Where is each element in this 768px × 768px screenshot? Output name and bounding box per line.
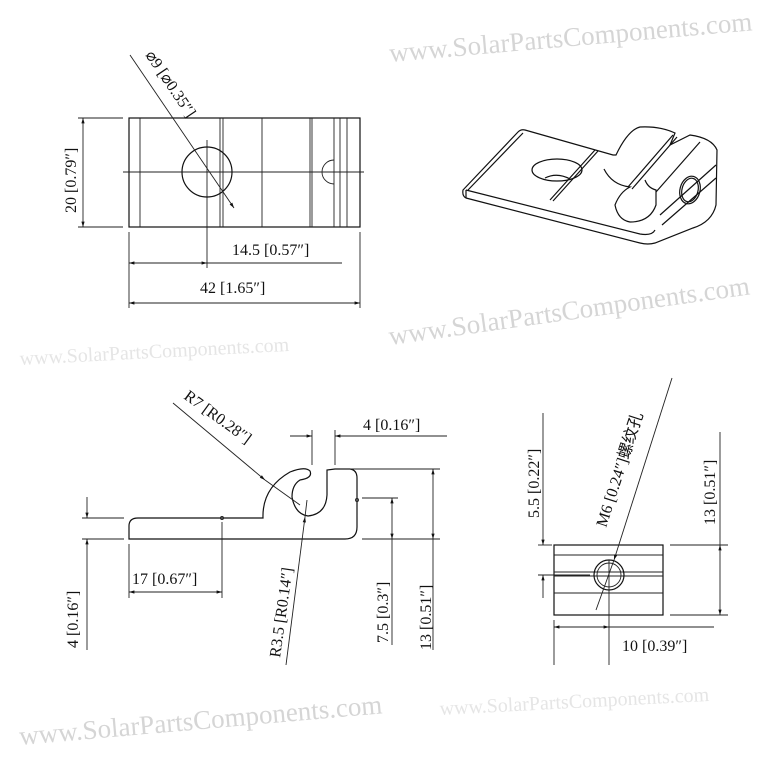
watermark-2: www.SolarPartsComponents.com bbox=[387, 271, 752, 351]
inner-radius-label: R3.5 [R0.14″] bbox=[267, 566, 296, 658]
top-view-hole bbox=[181, 146, 233, 198]
end-width-label: 10 [0.39″] bbox=[622, 638, 687, 655]
plate-length-label: 17 [0.67″] bbox=[132, 571, 197, 588]
top-view-edges bbox=[123, 118, 364, 268]
top-view-outline bbox=[128, 117, 361, 228]
thread-label: M6 [0.24″]螺纹孔 bbox=[593, 410, 647, 529]
length-label: 42 [1.65″] bbox=[200, 280, 265, 297]
watermark-4: www.SolarPartsComponents.com bbox=[439, 684, 710, 720]
isometric-view bbox=[462, 126, 718, 245]
slot-width-label: 4 [0.16″] bbox=[363, 417, 420, 434]
side-profile bbox=[128, 468, 358, 540]
end-height-label: 13 [0.51″] bbox=[702, 460, 719, 525]
top-view: ⌀9 [⌀0.35″] 20 [0.79″] 14.5 [0.57″] 42 [… bbox=[63, 48, 364, 308]
watermark-1: www.SolarPartsComponents.com bbox=[388, 6, 753, 68]
hole-offset-label-end: 5.5 [0.22″] bbox=[526, 449, 543, 518]
hole-offset-label: 14.5 [0.57″] bbox=[232, 242, 309, 259]
height-label: 20 [0.79″] bbox=[63, 148, 80, 213]
outer-radius-label: R7 [R0.28″] bbox=[181, 387, 255, 447]
plate-thickness-label: 4 [0.16″] bbox=[65, 591, 82, 648]
side-view: R7 [R0.28″] R3.5 [R0.14″] 4 [0.16″] 13 [… bbox=[65, 387, 447, 666]
hole-leader bbox=[129, 54, 235, 209]
total-height-label: 13 [0.51″] bbox=[418, 585, 435, 650]
end-view: M6 [0.24″]螺纹孔 5.5 [0.22″] 13 [0.51″] 10 … bbox=[526, 377, 728, 665]
center-height-label: 7.5 [0.3″] bbox=[375, 582, 392, 643]
watermark-3: www.SolarPartsComponents.com bbox=[18, 689, 383, 751]
watermark-5: www.SolarPartsComponents.com bbox=[19, 334, 290, 370]
